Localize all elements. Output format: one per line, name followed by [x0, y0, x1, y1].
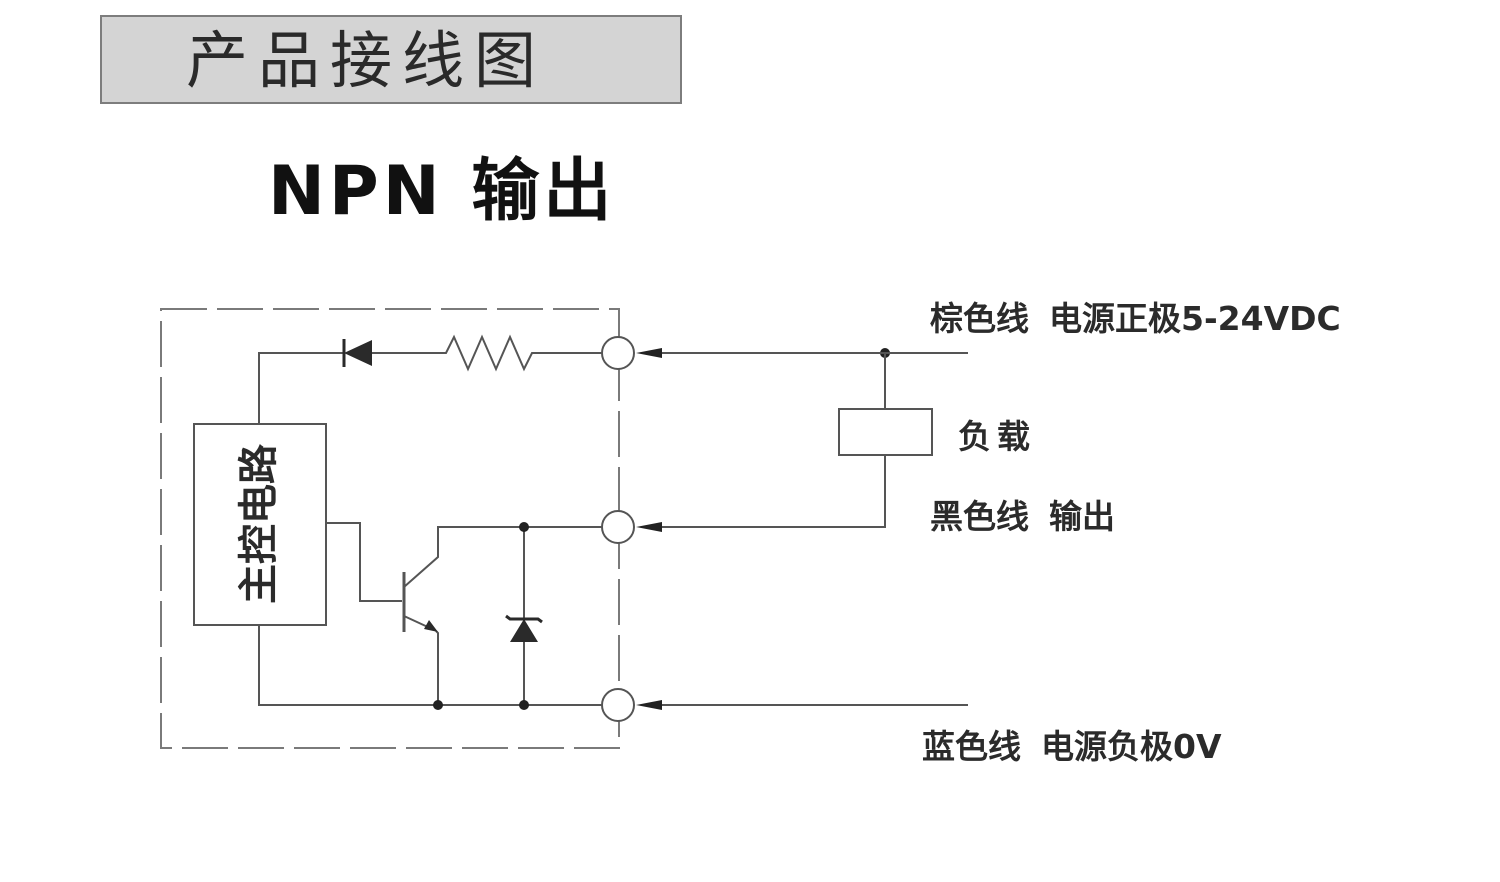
main-control-label: 主控电路	[236, 443, 282, 604]
feedback-path	[258, 334, 603, 424]
junction-dot	[519, 522, 529, 532]
diode-icon	[342, 339, 372, 367]
terminal-blue	[601, 688, 662, 722]
main-control-block	[193, 423, 327, 626]
black-wire-label: 黑色线输出	[930, 497, 1115, 536]
transistor-icon	[326, 522, 603, 705]
blue-wire-label: 蓝色线电源负极0V	[922, 727, 1222, 766]
brown-wire-label: 棕色线电源正极5-24VDC	[930, 299, 1341, 338]
page-title: 产品接线图	[186, 24, 547, 97]
emitter-arrow-icon	[424, 620, 438, 632]
ground-path	[258, 625, 603, 706]
load-box	[838, 408, 933, 456]
output-type-heading: NPN 输出	[268, 152, 616, 231]
junction-dot	[433, 700, 443, 710]
terminal-brown	[601, 336, 662, 370]
title-banner: 产品接线图	[100, 15, 682, 104]
junction-dot	[519, 700, 529, 710]
load-label: 负载	[958, 417, 1036, 456]
black-wire	[662, 455, 886, 528]
zener-diode-icon	[505, 527, 543, 705]
terminal-black	[601, 510, 662, 544]
